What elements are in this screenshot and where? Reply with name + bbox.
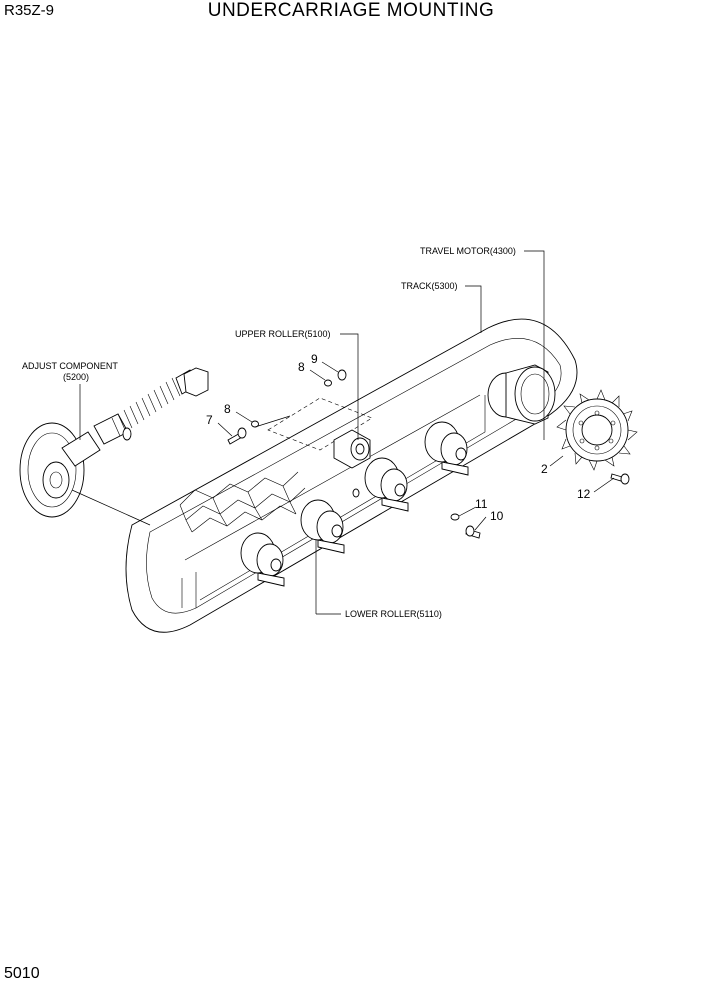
adjust-component-label: ADJUST COMPONENT	[22, 361, 118, 371]
upper-roller	[333, 429, 371, 469]
nut-9	[337, 369, 347, 381]
callout-8-left: 8	[224, 402, 231, 416]
track-belt	[125, 318, 578, 633]
callout-7: 7	[206, 413, 213, 427]
callout-2: 2	[541, 462, 548, 476]
model-code: R35Z-9	[4, 2, 55, 19]
upper-roller-label: UPPER ROLLER(5100)	[235, 329, 331, 339]
sprocket	[556, 389, 638, 471]
adjust-component-code: (5200)	[63, 372, 89, 382]
callout-10: 10	[490, 509, 504, 523]
callout-8-upper: 8	[298, 360, 305, 374]
page-number: 5010	[4, 965, 40, 982]
adjust-component	[19, 367, 209, 518]
washer-8-upper	[324, 379, 332, 387]
washer-11	[450, 513, 460, 521]
page-title: UNDERCARRIAGE MOUNTING	[207, 0, 495, 21]
lower-roller-3	[364, 457, 409, 512]
track-label: TRACK(5300)	[401, 281, 458, 291]
lower-roller-4	[424, 421, 469, 476]
lower-roller-2	[300, 499, 345, 554]
callout-12: 12	[577, 487, 591, 501]
track-shoes	[179, 471, 306, 533]
leader-lines	[71, 250, 615, 615]
lower-roller-1	[240, 532, 285, 587]
travel-motor-label: TRAVEL MOTOR(4300)	[420, 246, 516, 256]
bolt-12	[610, 473, 630, 485]
upper-roller-mount-outline	[267, 397, 373, 451]
frame-hole	[352, 488, 360, 498]
callout-9: 9	[311, 352, 318, 366]
lower-roller-label: LOWER ROLLER(5110)	[345, 609, 442, 619]
bolt-10	[465, 525, 481, 539]
callout-11: 11	[475, 497, 488, 511]
travel-motor	[487, 364, 556, 425]
bolt-7	[227, 427, 247, 445]
